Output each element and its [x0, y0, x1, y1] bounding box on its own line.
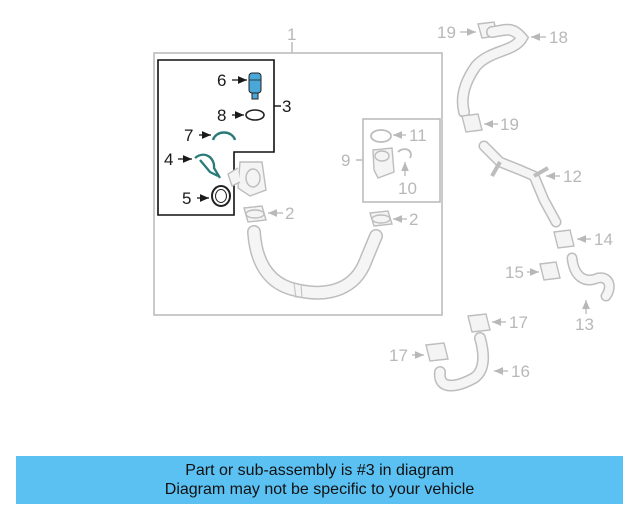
callout-14: 14	[594, 230, 613, 249]
part-6-bleeder	[248, 72, 262, 100]
callout-18: 18	[549, 28, 568, 47]
parts-diagram: 1 3 6 8 7 4 5 2 2	[153, 21, 615, 392]
callout-12: 12	[563, 167, 582, 186]
clamp-17-right	[467, 313, 491, 333]
callout-10: 10	[398, 179, 417, 198]
callout-4: 4	[164, 150, 173, 169]
clamp-2-left	[243, 205, 267, 223]
callout-2-left: 2	[285, 204, 294, 223]
clamp-19-bottom	[461, 113, 483, 133]
callout-16: 16	[511, 362, 530, 381]
banner-line-1: Part or sub-assembly is #3 in diagram	[185, 462, 454, 479]
callout-15: 15	[505, 263, 524, 282]
part-7-clip	[211, 131, 237, 141]
part-8-o-ring	[245, 109, 265, 121]
callout-19-top: 19	[437, 23, 456, 42]
clamp-14	[553, 229, 575, 249]
banner-line-2: Diagram may not be specific to your vehi…	[164, 481, 475, 498]
clamp-2-right	[369, 210, 393, 227]
clamp-17-left	[425, 342, 449, 362]
outlet-housing	[227, 161, 267, 197]
part-4-retainer	[194, 153, 221, 179]
callout-19-bottom: 19	[500, 115, 519, 134]
callout-5: 5	[182, 189, 191, 208]
part-10-clip	[397, 148, 412, 159]
callout-13: 13	[575, 315, 594, 334]
callout-1: 1	[287, 25, 296, 44]
callout-6: 6	[217, 71, 226, 90]
subassembly-3-outline	[157, 59, 275, 216]
callout-7: 7	[184, 126, 193, 145]
callout-11: 11	[409, 126, 427, 145]
part-11-gasket	[370, 129, 392, 143]
part-5-seal	[211, 185, 231, 207]
info-banner: Part or sub-assembly is #3 in diagram Di…	[16, 456, 623, 504]
clamp-15	[539, 261, 561, 281]
assembly-1-frame	[153, 52, 443, 316]
callout-17-right: 17	[509, 313, 528, 332]
callout-2-right: 2	[409, 210, 418, 229]
part-9-thermostat-housing	[372, 147, 395, 179]
callout-8: 8	[217, 106, 226, 125]
callout-9: 9	[341, 151, 350, 170]
callout-3: 3	[282, 97, 291, 116]
callout-17-left: 17	[389, 346, 408, 365]
